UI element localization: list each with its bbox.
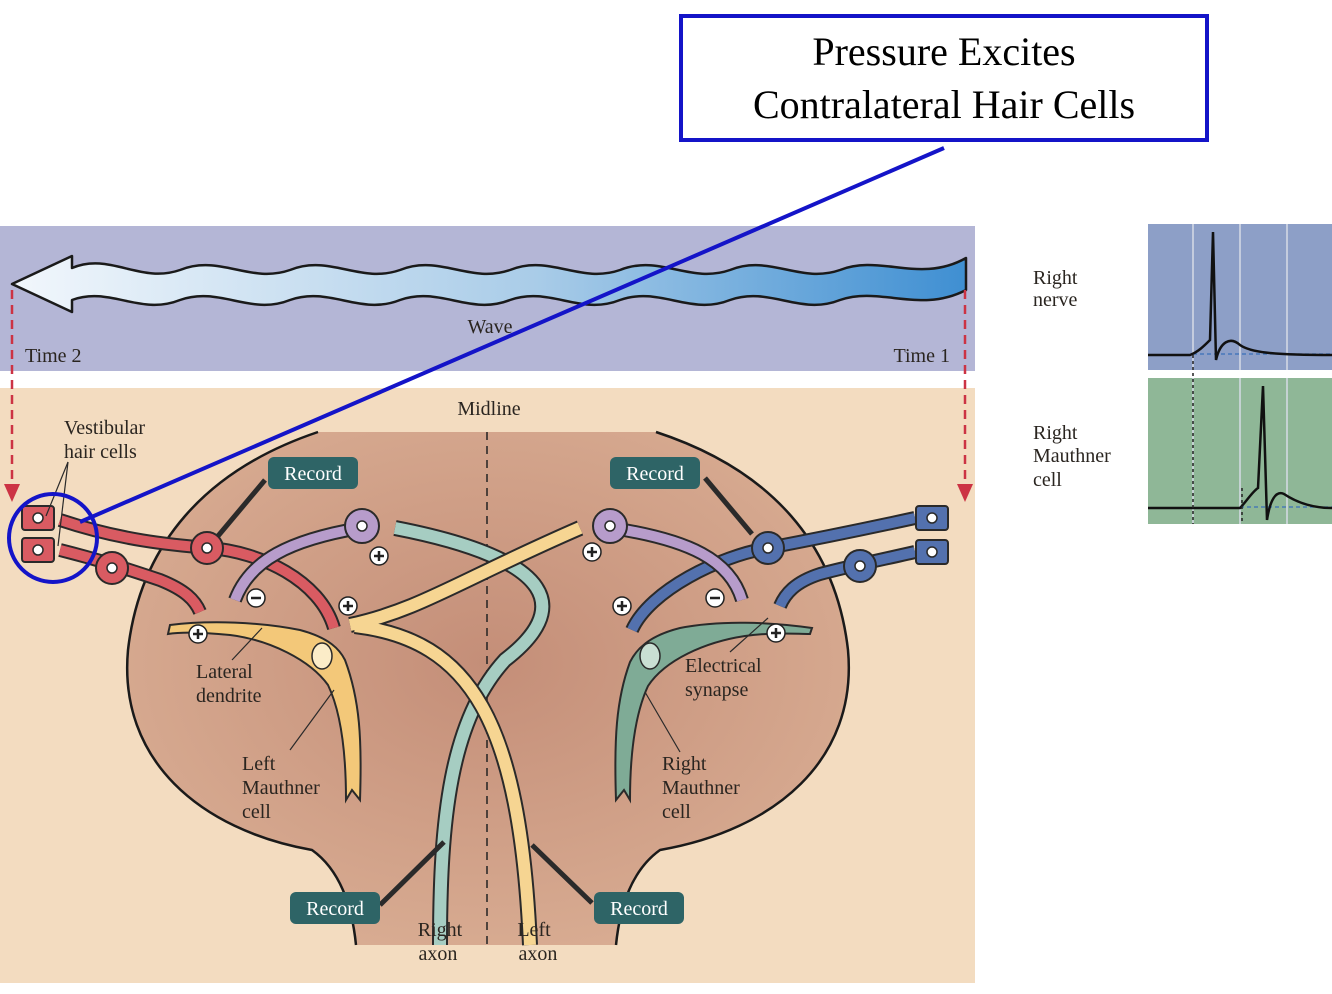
left-axon-label-1: Left	[517, 919, 551, 941]
right-interneuron-nucleus	[604, 520, 616, 532]
lateral-dendrite-label-1: Lateral	[196, 661, 253, 683]
electrical-synapse-label-1: Electrical	[685, 655, 762, 677]
right-mauthner-label-2: Mauthner	[662, 777, 740, 799]
svg-text:Record: Record	[284, 463, 342, 485]
plus-sign-3	[188, 624, 208, 644]
left-afferent-soma-1-nucleus	[201, 542, 213, 554]
left-hair-cell-top-nucleus	[32, 512, 44, 524]
wave-label: Wave	[467, 316, 512, 338]
mcell-trace-label-2: Mauthner	[1033, 445, 1111, 467]
electrode-top-left	[216, 478, 267, 538]
time2-arrowhead	[4, 484, 20, 502]
right-interneuron-fill	[611, 523, 747, 602]
right-mauthner-nucleus	[639, 642, 661, 670]
electrode-bottom-right	[530, 843, 594, 905]
pointer-line	[79, 146, 945, 524]
right-afferent-soma-2-nucleus	[854, 560, 866, 572]
left-mauthner-leader	[289, 689, 335, 751]
mcell-trace-label-1: Right	[1033, 422, 1078, 444]
right-afferent-2-fill	[775, 547, 917, 609]
left-mauthner-label-1: Left	[242, 753, 276, 775]
left-axon-label-2: axon	[519, 943, 558, 965]
record-badge-bottom-left: Record	[290, 892, 380, 924]
record-badge-top-left: Record	[268, 457, 358, 489]
lateral-leader	[231, 627, 263, 661]
left-afferent-2-fill	[58, 545, 205, 615]
vestibular-label-2: hair cells	[64, 441, 137, 463]
midline-label: Midline	[457, 398, 520, 420]
left-afferent-soma-2-nucleus	[106, 562, 118, 574]
right-mauthner-leader	[644, 691, 681, 753]
nerve-trace-label-2: nerve	[1033, 289, 1078, 311]
title-line-2: Contralateral Hair Cells	[752, 82, 1136, 127]
plus-sign-5	[612, 596, 632, 616]
electrical-leader	[729, 617, 769, 653]
left-hair-cell-bottom-nucleus	[32, 544, 44, 556]
right-hair-cell-bottom-nucleus	[926, 546, 938, 558]
nerve-trace-label-1: Right	[1033, 267, 1078, 289]
right-axon-label-1: Right	[418, 919, 463, 941]
minus-sign-2	[705, 588, 725, 608]
right-afferent-soma-1-nucleus	[762, 542, 774, 554]
left-interneuron-nucleus	[356, 520, 368, 532]
time1-label: Time 1	[893, 345, 950, 367]
svg-text:Record: Record	[610, 898, 668, 920]
left-interneuron-fill	[230, 523, 361, 602]
minus-sign-1	[246, 588, 266, 608]
title-line-1: Pressure Excites	[812, 29, 1076, 74]
plus-sign-6	[766, 623, 786, 643]
electrical-synapse-label-2: synapse	[685, 679, 748, 701]
record-badge-top-right: Record	[610, 457, 700, 489]
left-axon-fill	[348, 522, 583, 946]
plus-sign-2	[338, 596, 358, 616]
vestibular-leader-1	[45, 461, 69, 517]
record-badge-bottom-right: Record	[594, 892, 684, 924]
plus-sign-1	[369, 546, 389, 566]
right-hair-cell-top-nucleus	[926, 512, 938, 524]
vestibular-label-1: Vestibular	[64, 417, 145, 439]
time2-label: Time 2	[25, 345, 82, 367]
svg-text:Record: Record	[306, 898, 364, 920]
left-mauthner-cell	[166, 621, 362, 804]
time1-arrowhead	[957, 484, 973, 502]
lateral-dendrite-label-2: dendrite	[196, 685, 262, 707]
brain-outline-right-stroke	[614, 430, 851, 946]
title-box: Pressure Excites Contralateral Hair Cell…	[679, 14, 1209, 142]
left-mauthner-label-3: cell	[242, 801, 271, 823]
right-mauthner-label-3: cell	[662, 801, 691, 823]
electrode-bottom-left	[378, 840, 446, 907]
wave-arrow	[10, 254, 968, 314]
right-mauthner-label-1: Right	[662, 753, 707, 775]
mcell-trace-label-3: cell	[1033, 469, 1062, 491]
mcell-trace	[1148, 385, 1332, 521]
nerve-trace	[1148, 231, 1332, 361]
electrode-top-right	[703, 476, 754, 536]
brain-outline-left-stroke	[125, 430, 358, 946]
hair-cell-highlight-circle	[7, 492, 99, 584]
left-mauthner-nucleus	[311, 642, 333, 670]
right-mauthner-cell	[614, 621, 814, 804]
svg-text:Record: Record	[626, 463, 684, 485]
vestibular-leader-2	[57, 461, 69, 547]
plus-sign-4	[582, 542, 602, 562]
right-axon-label-2: axon	[419, 943, 458, 965]
left-mauthner-label-2: Mauthner	[242, 777, 320, 799]
